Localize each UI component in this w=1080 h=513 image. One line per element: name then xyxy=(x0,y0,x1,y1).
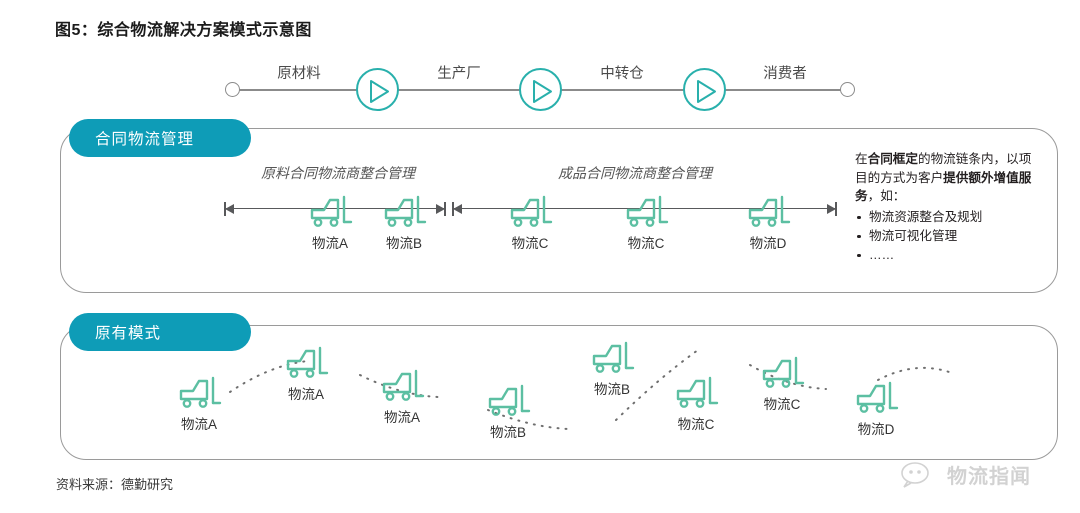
segment-title-inbound: 原料合同物流商整合管理 xyxy=(261,165,415,181)
forklift-label: 物流A xyxy=(180,417,218,432)
panel-legacy-mode-label: 原有模式 xyxy=(69,313,251,351)
forklift-icon: 物流D xyxy=(852,380,900,437)
note-text-3: ，如： xyxy=(867,189,906,203)
forklift-label: 物流D xyxy=(857,422,895,437)
forklift-label: 物流B xyxy=(385,236,423,251)
forklift-icon: 物流A xyxy=(306,194,354,251)
timeline-label-factory: 生产厂 xyxy=(437,66,481,82)
contract-logistics-note: 在合同框定的物流链条内，以项目的方式为客户提供额外增值服务，如： 物流资源整合及… xyxy=(855,150,1033,265)
forklift-icon: 物流A xyxy=(282,345,330,402)
forklift-label: 物流B xyxy=(489,425,527,440)
span-arrow-cap-right xyxy=(444,202,446,216)
pill-text: 原有模式 xyxy=(95,325,162,342)
span-arrow-cap-left xyxy=(224,202,226,216)
forklift-icon: 物流B xyxy=(588,340,636,397)
play-icon[interactable] xyxy=(683,68,726,111)
segment-title-outbound: 成品合同物流商整合管理 xyxy=(558,165,712,181)
wechat-icon xyxy=(901,461,929,488)
forklift-icon: 物流A xyxy=(378,368,426,425)
note-bullet-item: …… xyxy=(855,246,1033,265)
note-paragraph: 在合同框定的物流链条内，以项目的方式为客户提供额外增值服务，如： xyxy=(855,150,1033,206)
watermark-text: 物流指闻 xyxy=(947,466,1031,488)
forklift-icon: 物流C xyxy=(758,355,806,412)
figure-source: 资料来源：德勤研究 xyxy=(56,477,174,492)
arrow-head-left-icon xyxy=(453,203,462,214)
circle-endpoint-icon xyxy=(840,82,855,97)
forklift-label: 物流A xyxy=(287,387,325,402)
forklift-label: 物流A xyxy=(383,410,421,425)
span-arrow-inbound xyxy=(224,202,446,216)
forklift-label: 物流B xyxy=(593,382,631,397)
note-bullet-list: 物流资源整合及规划 物流可视化管理 …… xyxy=(855,208,1033,265)
pill-text: 合同物流管理 xyxy=(95,131,195,148)
note-bullet-item: 物流资源整合及规划 xyxy=(855,208,1033,227)
note-bullet-item: 物流可视化管理 xyxy=(855,227,1033,246)
forklift-icon: 物流D xyxy=(744,194,792,251)
note-text-2: 的物流链条内，以项目的方式为客户 xyxy=(855,152,1032,185)
timeline-label-raw-material: 原材料 xyxy=(277,66,321,82)
arrow-head-right-icon xyxy=(436,203,445,214)
forklift-icon: 物流B xyxy=(380,194,428,251)
supply-chain-timeline: 原材料 生产厂 中转仓 消费者 xyxy=(225,62,855,114)
forklift-label: 物流C xyxy=(627,236,665,251)
play-icon[interactable] xyxy=(356,68,399,111)
forklift-label: 物流A xyxy=(311,236,349,251)
timeline-label-transit-warehouse: 中转仓 xyxy=(600,66,644,82)
forklift-icon: 物流B xyxy=(484,383,532,440)
forklift-label: 物流D xyxy=(749,236,787,251)
span-arrow-bar xyxy=(452,208,837,210)
span-arrow-cap-right xyxy=(835,202,837,216)
forklift-icon: 物流C xyxy=(672,375,720,432)
span-arrow-bar xyxy=(224,208,446,210)
forklift-icon: 物流A xyxy=(175,375,223,432)
figure-title: 图5：综合物流解决方案模式示意图 xyxy=(55,22,312,39)
note-text-1: 在 xyxy=(855,152,868,166)
watermark: 物流指闻 xyxy=(900,460,1031,489)
forklift-label: 物流C xyxy=(677,417,715,432)
forklift-label: 物流C xyxy=(763,397,801,412)
note-text-bold-2: 提供额外增值服务 xyxy=(855,170,1032,204)
forklift-label: 物流C xyxy=(511,236,549,251)
timeline-label-consumer: 消费者 xyxy=(763,66,807,82)
note-text-bold-1: 合同框定 xyxy=(867,152,918,166)
arrow-head-left-icon xyxy=(225,203,234,214)
span-arrow-cap-left xyxy=(452,202,454,216)
play-icon[interactable] xyxy=(519,68,562,111)
forklift-icon: 物流C xyxy=(506,194,554,251)
forklift-connector xyxy=(360,208,386,210)
span-arrow-outbound xyxy=(452,202,837,216)
forklift-connector xyxy=(676,208,732,210)
arrow-head-right-icon xyxy=(827,203,836,214)
forklift-connector xyxy=(560,208,610,210)
circle-endpoint-icon xyxy=(225,82,240,97)
panel-contract-logistics-label: 合同物流管理 xyxy=(69,119,251,157)
forklift-icon: 物流C xyxy=(622,194,670,251)
